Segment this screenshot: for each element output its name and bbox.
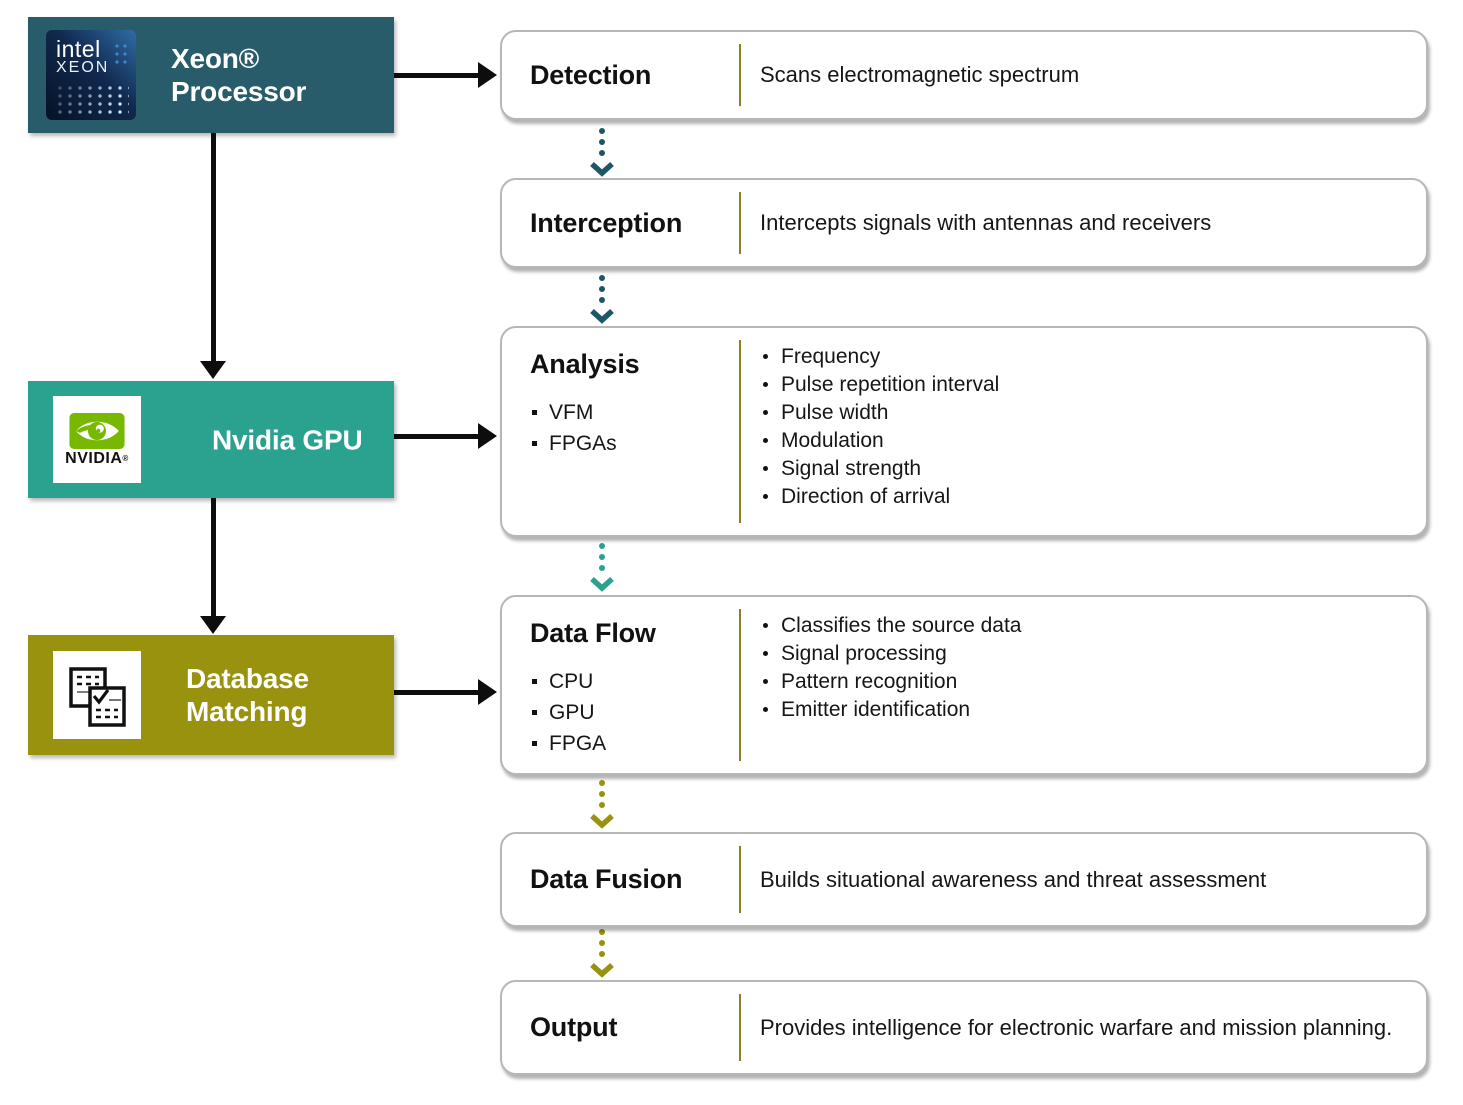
- list-item: Frequency: [760, 343, 1400, 371]
- document-match-icon: [69, 667, 126, 727]
- arrow-nvidia-to-database-line: [211, 498, 216, 617]
- list-item: VFM: [530, 397, 739, 428]
- arrow-xeon-to-nvidia-line: [211, 133, 216, 362]
- arrow-xeon-to-nvidia-head: [200, 361, 226, 379]
- nvidia-logo: NVIDIA®: [53, 396, 141, 483]
- title-bullet-list: CPU GPU FPGA: [530, 666, 739, 759]
- title-bullet-list: VFM FPGAs: [530, 397, 739, 459]
- arrow-xeon-to-detection-head: [478, 62, 497, 88]
- list-item: CPU: [530, 666, 739, 697]
- divider: [739, 846, 741, 913]
- nvidia-wordmark: NVIDIA®: [65, 451, 129, 467]
- database-matching-label: Database Matching: [186, 663, 309, 727]
- list-item: Direction of arrival: [760, 483, 1400, 511]
- arrow-database-to-dataflow-head: [478, 679, 497, 705]
- detail-bullet-list: Classifies the source data Signal proces…: [760, 612, 1400, 724]
- xeon-processor-box: intel XEON Xeon® Processor: [28, 17, 394, 133]
- database-matching-box: Database Matching: [28, 635, 394, 755]
- list-item: Pulse repetition interval: [760, 371, 1400, 399]
- list-item: Pulse width: [760, 399, 1400, 427]
- step-description: Scans electromagnetic spectrum: [760, 62, 1080, 87]
- flow-arrow-dataflow-to-datafusion: [587, 780, 617, 829]
- divider: [739, 609, 741, 761]
- step-title: Data Flow: [530, 618, 656, 648]
- list-item: FPGA: [530, 728, 739, 759]
- arrow-nvidia-to-database-head: [200, 616, 226, 634]
- chevron-down-icon: [590, 161, 614, 177]
- intel-dot-grid: [55, 84, 129, 114]
- arrow-nvidia-to-analysis-line: [394, 434, 478, 439]
- intel-wordmark: intel: [56, 36, 101, 62]
- list-item: Pattern recognition: [760, 668, 1400, 696]
- nvidia-gpu-label: Nvidia GPU: [212, 424, 363, 455]
- chevron-down-icon: [590, 308, 614, 324]
- chevron-down-icon: [590, 813, 614, 829]
- list-item: Signal processing: [760, 640, 1400, 668]
- flow-arrow-analysis-to-dataflow: [587, 543, 617, 592]
- list-item: Signal strength: [760, 455, 1400, 483]
- nvidia-eye-icon: [69, 412, 125, 450]
- arrow-nvidia-to-analysis-head: [478, 423, 497, 449]
- xeon-wordmark: XEON: [56, 59, 110, 76]
- list-item: Emitter identification: [760, 696, 1400, 724]
- flow-arrow-interception-to-analysis: [587, 275, 617, 324]
- step-data-fusion: Data Fusion Builds situational awareness…: [500, 832, 1428, 927]
- divider: [739, 192, 741, 254]
- database-matching-icon: [53, 651, 141, 739]
- step-analysis: Analysis VFM FPGAs Frequency Pulse repet…: [500, 326, 1428, 537]
- step-description: Intercepts signals with antennas and rec…: [760, 210, 1212, 235]
- chevron-down-icon: [590, 576, 614, 592]
- step-title: Detection: [530, 59, 652, 90]
- list-item: Modulation: [760, 427, 1400, 455]
- intel-dot-grid-mini: [113, 42, 129, 66]
- step-detection: Detection Scans electromagnetic spectrum: [500, 30, 1428, 120]
- list-item: GPU: [530, 697, 739, 728]
- step-description: Builds situational awareness and threat …: [760, 866, 1267, 892]
- nvidia-wordmark-text: NVIDIA: [65, 450, 123, 467]
- flow-arrow-detection-to-interception: [587, 128, 617, 177]
- arrow-xeon-to-detection-line: [394, 73, 478, 78]
- xeon-processor-label: Xeon® Processor: [171, 43, 307, 107]
- divider: [739, 994, 741, 1061]
- step-title: Analysis: [530, 349, 640, 379]
- step-data-flow: Data Flow CPU GPU FPGA Classifies the so…: [500, 595, 1428, 775]
- divider: [739, 340, 741, 523]
- nvidia-reg-mark: ®: [122, 454, 129, 463]
- divider: [739, 44, 741, 106]
- list-item: Classifies the source data: [760, 612, 1400, 640]
- nvidia-gpu-box: NVIDIA® Nvidia GPU: [28, 381, 394, 498]
- flow-arrow-datafusion-to-output: [587, 929, 617, 978]
- arrow-database-to-dataflow-line: [394, 690, 478, 695]
- chevron-down-icon: [590, 962, 614, 978]
- step-title: Interception: [530, 207, 683, 238]
- step-title: Output: [530, 1012, 618, 1042]
- step-interception: Interception Intercepts signals with ant…: [500, 178, 1428, 268]
- intel-xeon-logo: intel XEON: [46, 30, 136, 120]
- detail-bullet-list: Frequency Pulse repetition interval Puls…: [760, 343, 1400, 511]
- step-output: Output Provides intelligence for electro…: [500, 980, 1428, 1075]
- step-description: Provides intelligence for electronic war…: [760, 1014, 1393, 1040]
- step-title: Data Fusion: [530, 864, 683, 894]
- list-item: FPGAs: [530, 428, 739, 459]
